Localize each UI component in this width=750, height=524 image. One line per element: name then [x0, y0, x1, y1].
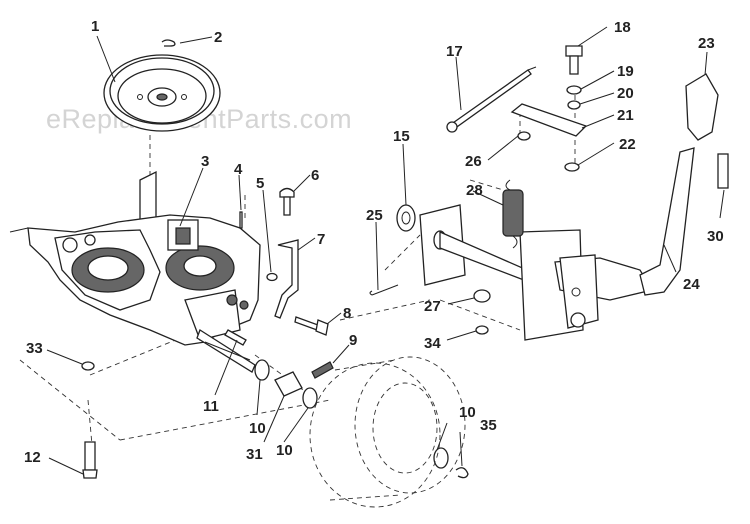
callout-31: 31 — [246, 446, 263, 463]
tension-spring-part — [502, 179, 524, 249]
callout-8: 8 — [343, 305, 351, 322]
washer-part — [566, 85, 582, 95]
rod-part — [369, 284, 399, 296]
retaining-clip-part — [455, 467, 469, 479]
callout-numbers: 1 2 3 4 5 6 7 8 9 10 10 10 11 12 15 17 1… — [24, 18, 724, 466]
pedal-arm-part — [639, 147, 695, 296]
callout-23: 23 — [698, 35, 715, 52]
callout-33: 33 — [26, 340, 43, 357]
clip-part — [161, 39, 176, 47]
callout-19: 19 — [617, 63, 634, 80]
callout-6: 6 — [311, 167, 319, 184]
cross-shaft-assembly — [419, 204, 654, 341]
callout-20: 20 — [617, 85, 634, 102]
spacer-part — [274, 371, 303, 397]
callout-7: 7 — [317, 231, 325, 248]
callout-26: 26 — [465, 153, 482, 170]
spring-part — [311, 361, 334, 379]
callout-2: 2 — [214, 29, 222, 46]
bushing-part — [473, 289, 491, 303]
callout-4: 4 — [234, 161, 243, 178]
key-part — [239, 211, 243, 229]
callout-28: 28 — [466, 182, 483, 199]
callout-24: 24 — [683, 276, 700, 293]
cap-screw-part — [565, 45, 583, 75]
hex-bolt-part — [294, 316, 329, 336]
bracket-part — [274, 239, 299, 319]
nut-part — [564, 162, 580, 172]
callout-15: 15 — [393, 128, 410, 145]
callout-18: 18 — [614, 19, 631, 36]
callout-9: 9 — [349, 332, 357, 349]
callout-12: 12 — [24, 449, 41, 466]
flat-washer-part — [475, 325, 489, 335]
callout-1: 1 — [91, 18, 99, 35]
washer-part — [302, 387, 318, 409]
control-rod-part — [446, 66, 537, 133]
transaxle-part — [9, 170, 261, 373]
callout-35: 35 — [480, 417, 497, 434]
plate-part — [717, 153, 729, 189]
callout-3: 3 — [201, 153, 209, 170]
callout-34: 34 — [424, 335, 441, 352]
callout-25: 25 — [366, 207, 383, 224]
callout-17: 17 — [446, 43, 463, 60]
washer-part — [254, 359, 270, 381]
callout-22: 22 — [619, 136, 636, 153]
wheel-part — [309, 356, 466, 508]
nut-part — [266, 272, 278, 282]
callout-21: 21 — [617, 107, 634, 124]
callout-10c: 10 — [459, 404, 476, 421]
long-bolt-part — [82, 441, 98, 479]
callout-5: 5 — [256, 175, 264, 192]
lock-washer-part — [567, 100, 581, 110]
washer-part — [433, 447, 449, 469]
pulley-part — [103, 54, 221, 132]
pedal-pad-part — [685, 73, 719, 141]
bolt-part — [279, 187, 295, 216]
callout-27: 27 — [424, 298, 441, 315]
callout-11: 11 — [203, 398, 219, 415]
nut-part — [81, 361, 95, 371]
callout-10a: 10 — [249, 420, 266, 437]
large-washer-part — [396, 204, 416, 232]
callout-30: 30 — [707, 228, 724, 245]
washer-part — [517, 131, 531, 141]
leader-lines — [46, 26, 725, 475]
pin-part — [224, 329, 247, 346]
callout-10b: 10 — [276, 442, 293, 459]
